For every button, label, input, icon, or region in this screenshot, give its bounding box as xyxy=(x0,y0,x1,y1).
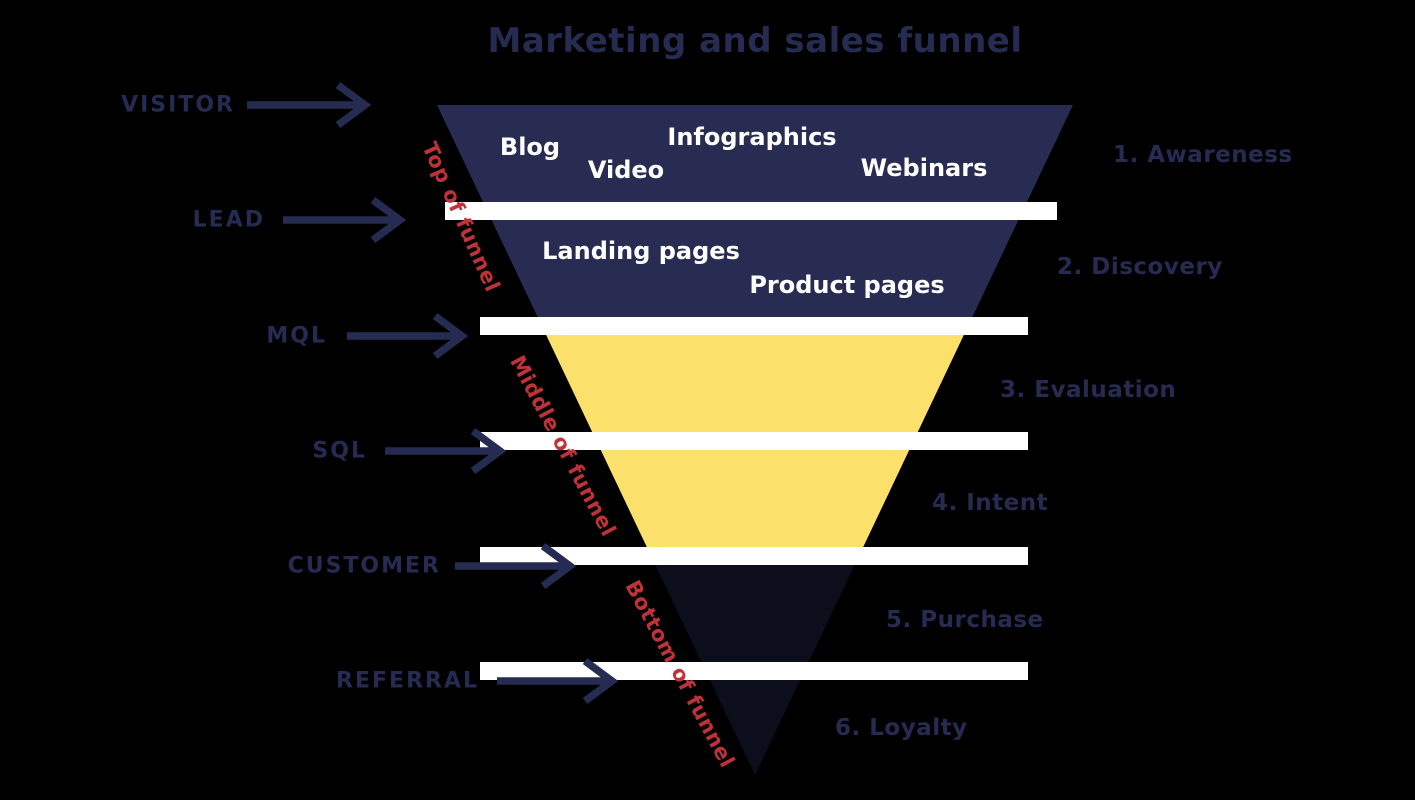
left-label-visitor: VISITOR xyxy=(121,92,235,118)
funnel-item-webinars: Webinars xyxy=(860,154,988,182)
funnel-item-landing-pages: Landing pages xyxy=(542,237,740,265)
left-label-mql: MQL xyxy=(266,323,327,349)
arrow-icon xyxy=(455,542,577,590)
funnel-item-product-pages: Product pages xyxy=(749,271,945,299)
stage-label-purchase: 5. Purchase xyxy=(886,607,1044,633)
stage-label-evaluation: 3. Evaluation xyxy=(1000,377,1177,403)
funnel-item-video: Video xyxy=(587,156,665,184)
page-title: Marketing and sales funnel xyxy=(487,21,1023,61)
left-label-lead: LEAD xyxy=(192,207,265,233)
funnel-item-infographics: Infographics xyxy=(667,123,837,151)
left-label-referral: REFERRAL xyxy=(336,668,479,694)
funnel-item-blog: Blog xyxy=(499,133,561,161)
left-label-sql: SQL xyxy=(312,438,367,464)
arrow-icon xyxy=(497,657,619,705)
separator-bar xyxy=(480,662,1028,680)
separator-bar xyxy=(480,547,1028,565)
arrow-icon xyxy=(283,196,407,244)
arrow-icon xyxy=(385,427,507,475)
stage-label-loyalty: 6. Loyalty xyxy=(835,715,968,741)
stage-label-awareness: 1. Awareness xyxy=(1113,142,1293,168)
arrow-icon xyxy=(347,312,469,360)
separator-bar xyxy=(480,432,1028,450)
stage-label-discovery: 2. Discovery xyxy=(1057,254,1223,280)
separator-bar xyxy=(445,202,1057,220)
arrow-icon xyxy=(247,81,372,129)
left-label-customer: CUSTOMER xyxy=(287,553,441,579)
stage-label-intent: 4. Intent xyxy=(932,490,1049,516)
separator-bar xyxy=(480,317,1028,335)
